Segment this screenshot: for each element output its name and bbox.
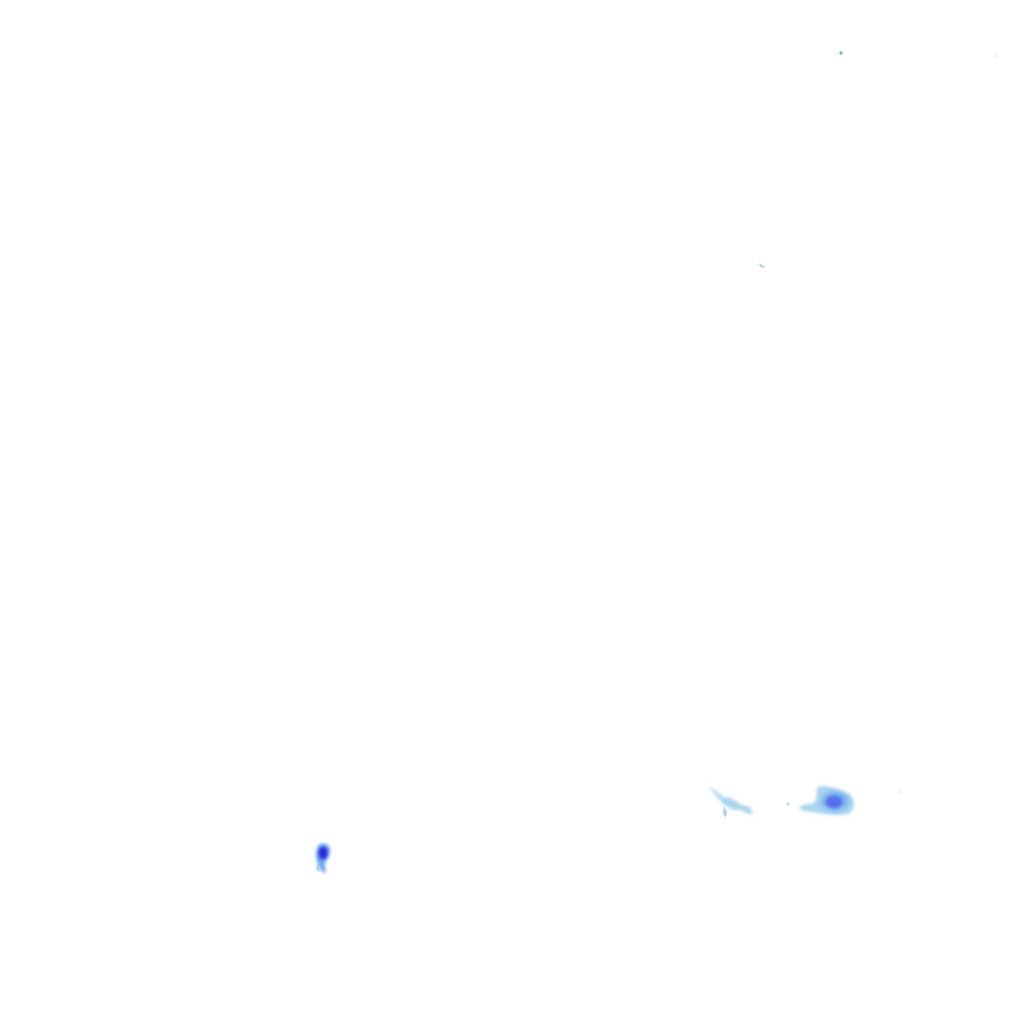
precip-echo-southeast-cell xyxy=(786,786,902,815)
precip-echo-southeast-band xyxy=(709,786,753,818)
precip-echo-upper-streak xyxy=(758,263,765,268)
precip-echo-far-northeast-speck xyxy=(996,55,998,57)
precip-echo-southwest-cell xyxy=(316,843,331,873)
precip-echo-north-speck xyxy=(839,51,843,55)
